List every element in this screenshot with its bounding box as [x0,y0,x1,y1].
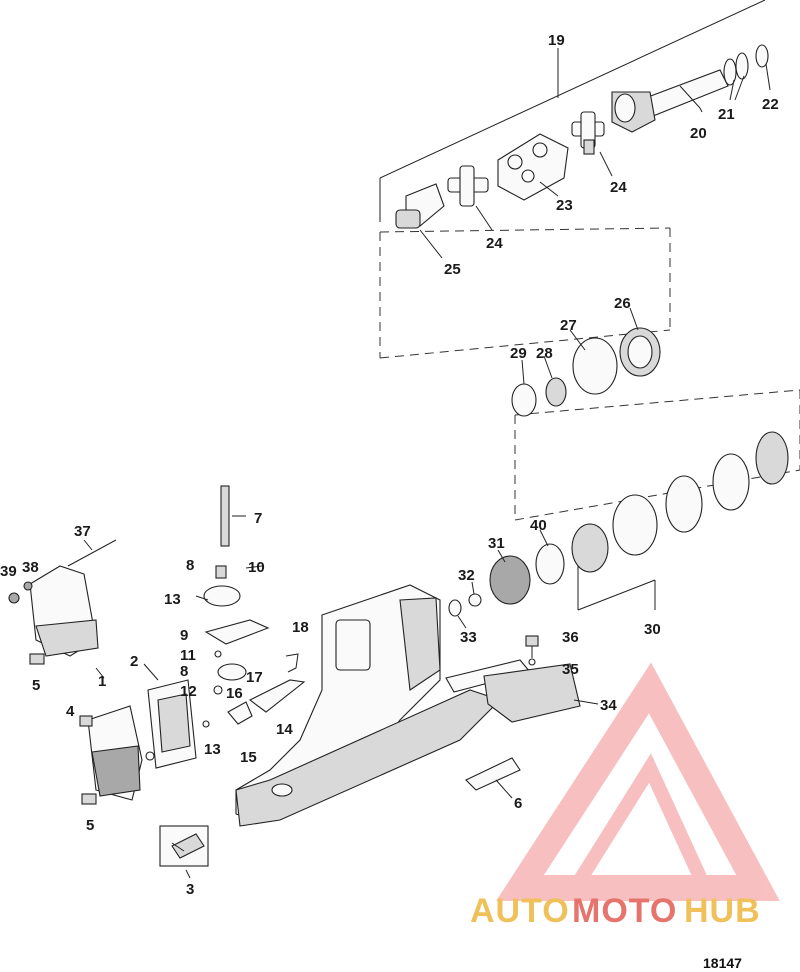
callout-21: 21 [718,106,735,123]
watermark-hub: HUB [684,892,761,930]
u-joint-cross-right [571,111,613,177]
input-yoke [395,183,445,259]
callout-7: 7 [254,510,262,527]
callout-34: 34 [600,697,617,714]
callout-2: 2 [130,653,138,670]
water-pickup-assembly [29,565,209,867]
callout-36: 36 [562,629,579,646]
callout-40: 40 [530,517,547,534]
callout-5b: 5 [86,817,94,834]
callout-29: 29 [510,345,527,362]
callout-24b: 24 [486,235,503,252]
callout-38: 38 [22,559,39,576]
screw-36 [525,635,539,666]
callout-31: 31 [488,535,505,552]
callout-19: 19 [548,32,565,49]
callout-13a: 13 [164,591,181,608]
callout-25: 25 [444,261,461,278]
callout-37: 37 [74,523,91,540]
callout-12: 12 [180,683,197,700]
mount-screws [29,653,155,805]
callout-11: 11 [180,647,196,664]
reference-number: 18147 [703,955,742,971]
callout-5a: 5 [32,677,40,694]
bearing-group-bracket [514,389,800,611]
callout-28: 28 [536,345,553,362]
callout-10: 10 [248,559,265,576]
callout-32: 32 [458,567,475,584]
callout-8a: 8 [186,557,194,574]
callout-35: 35 [562,661,579,678]
callout-13b: 13 [204,741,221,758]
callout-27: 27 [560,317,577,334]
callout-17: 17 [246,669,263,686]
callout-6: 6 [514,795,522,812]
shift-linkage [195,565,306,728]
trim-tab [445,659,599,799]
callout-labels: 1 2 3 4 5 5 6 7 8 8 9 10 11 12 13 13 14 … [0,32,779,898]
callout-9: 9 [180,627,188,644]
callout-3: 3 [186,881,194,898]
pinion-gear [448,529,565,629]
shift-shaft [220,485,246,547]
watermark-text: AUTO MOTO HUB [470,892,761,930]
shaft-rings [723,44,771,101]
u-joint-cross-left [447,165,493,231]
callout-23: 23 [556,197,573,214]
callout-8b: 8 [180,663,188,680]
callout-4: 4 [66,703,75,720]
stud-and-nuts [8,539,117,604]
watermark-moto: MOTO [572,892,677,930]
callout-30: 30 [644,621,661,638]
callout-20: 20 [690,125,707,142]
gearcase-housing [235,584,502,827]
watermark-auto: AUTO [470,892,570,930]
callout-1: 1 [98,673,106,690]
callout-18: 18 [292,619,309,636]
callout-16: 16 [226,685,243,702]
callout-14: 14 [276,721,293,738]
callout-39: 39 [0,563,17,580]
callout-22: 22 [762,96,779,113]
u-joint-coupler [497,133,569,201]
leader-lines [83,539,191,879]
callout-26: 26 [614,295,631,312]
bearing-stack-lower [571,431,789,573]
callout-15: 15 [240,749,257,766]
drive-shaft [611,69,729,133]
bearing-stack-upper [511,307,661,417]
watermark-logo [496,662,780,901]
callout-33: 33 [460,629,477,646]
shaft-group-bracket [379,0,766,359]
callout-24a: 24 [610,179,627,196]
